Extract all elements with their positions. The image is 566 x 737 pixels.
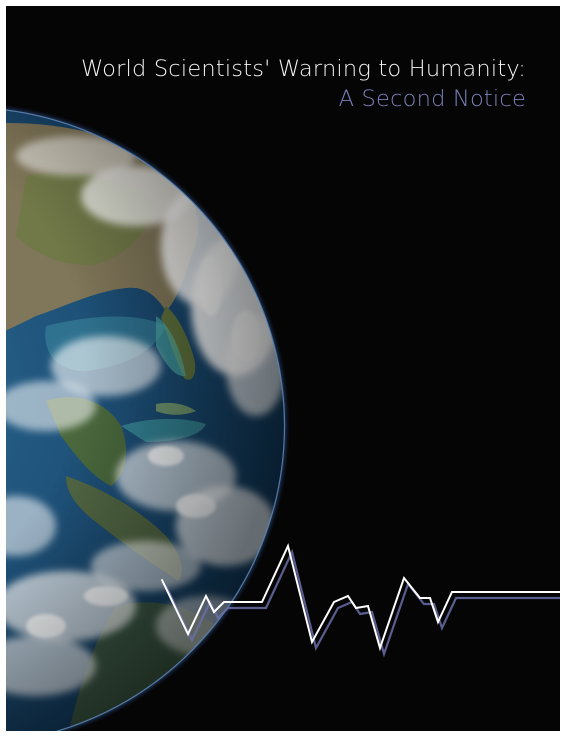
title-subtitle: A Second Notice [338,86,526,112]
report-cover: World Scientists' Warning to Humanity: A… [6,6,560,731]
title-main: World Scientists' Warning to Humanity: [80,56,526,82]
cover-artwork [6,104,560,731]
heartbeat-line [161,543,560,658]
cover-title: World Scientists' Warning to Humanity: A… [81,54,526,114]
earth-globe-image [6,104,290,731]
